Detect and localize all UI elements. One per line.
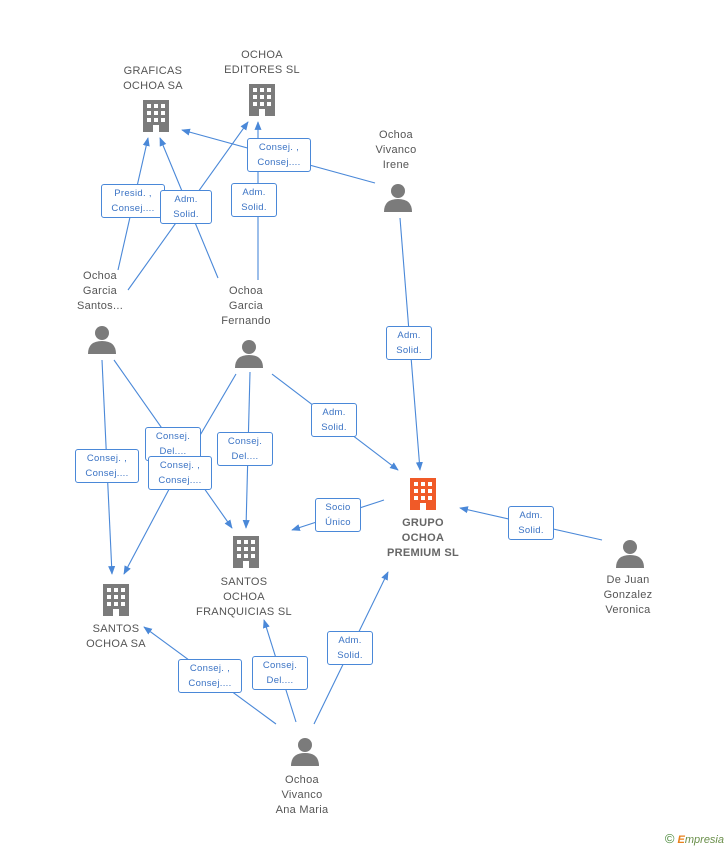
edge-label-fernando-franquicias[interactable]: Consej. Del.... [217, 432, 273, 466]
node-label-santos-ochoa-sa[interactable]: SANTOS OCHOA SA [86, 623, 146, 650]
brand-name: Empresia [678, 834, 724, 846]
edge-label-santos-santossa[interactable]: Consej. , Consej.... [75, 449, 139, 483]
person-icon[interactable] [616, 540, 644, 568]
edge-label-irene-editores[interactable]: Consej. , Consej.... [247, 138, 311, 172]
edge-label-fernando-santossa[interactable]: Consej. , Consej.... [148, 456, 212, 490]
person-icon[interactable] [291, 738, 319, 766]
edge-label-fernando-grupo[interactable]: Adm. Solid. [311, 403, 357, 437]
person-icon[interactable] [384, 184, 412, 212]
edge-label-fernando-editores[interactable]: Adm. Solid. [231, 183, 277, 217]
edge-label-grupo-franquicias[interactable]: Socio Único [315, 498, 361, 532]
building-icon[interactable] [249, 84, 275, 116]
edge-label-santos-graficas-presid[interactable]: Presid. , Consej.... [101, 184, 165, 218]
node-label-ochoa-garcia-santos[interactable]: Ochoa Garcia Santos... [76, 270, 124, 312]
node-label-ochoa-vivanco-irene[interactable]: Ochoa Vivanco Irene [375, 129, 417, 171]
person-icon[interactable] [88, 326, 116, 354]
edge-label-santos-franquicias[interactable]: Consej. Del.... [145, 427, 201, 461]
node-label-de-juan-gonzalez-veronica[interactable]: De Juan Gonzalez Veronica [603, 574, 653, 616]
empresia-watermark: © Empresia [665, 831, 724, 846]
node-label-grupo-ochoa-premium[interactable]: GRUPO OCHOA PREMIUM SL [386, 517, 460, 559]
node-label-graficas-ochoa[interactable]: GRAFICAS OCHOA SA [123, 65, 183, 92]
node-label-santos-ochoa-franquicias[interactable]: SANTOS OCHOA FRANQUICIAS SL [196, 576, 292, 618]
copyright-symbol: © [664, 831, 675, 846]
node-label-ochoa-vivanco-ana-maria[interactable]: Ochoa Vivanco Ana Maria [275, 774, 329, 816]
edge-label-dejuan-grupo[interactable]: Adm. Solid. [508, 506, 554, 540]
edge-label-ana-franquicias[interactable]: Consej. Del.... [252, 656, 308, 690]
node-label-ochoa-editores[interactable]: OCHOA EDITORES SL [224, 49, 300, 76]
node-label-ochoa-garcia-fernando[interactable]: Ochoa Garcia Fernando [221, 285, 271, 327]
building-icon[interactable] [410, 478, 436, 510]
building-icon[interactable] [103, 584, 129, 616]
building-icon[interactable] [143, 100, 169, 132]
edge-fernando-santossa-2 [123, 477, 176, 575]
building-icon[interactable] [233, 536, 259, 568]
brand-initial: E [677, 834, 685, 846]
edge-label-ana-grupo[interactable]: Adm. Solid. [327, 631, 373, 665]
edge-label-santos-graficas-adm[interactable]: Adm. Solid. [160, 190, 212, 224]
person-icon[interactable] [235, 340, 263, 368]
edge-label-ana-santossa[interactable]: Consej. , Consej.... [178, 659, 242, 693]
brand-rest: mpresia [684, 834, 724, 846]
edge-label-irene-grupo[interactable]: Adm. Solid. [386, 326, 432, 360]
